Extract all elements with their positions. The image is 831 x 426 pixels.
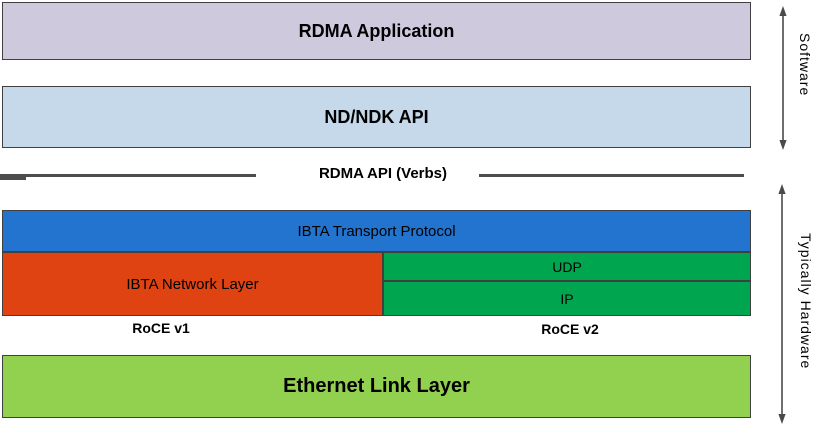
hardware-span-arrow — [778, 184, 786, 424]
typically-hardware-section-label: Typically Hardware — [798, 233, 814, 370]
verbs-divider-left-rule-stub — [0, 176, 26, 180]
ibta-network-label: IBTA Network Layer — [126, 275, 259, 293]
software-span-arrow — [779, 6, 787, 150]
layer-box-ip: IP — [383, 281, 751, 316]
verbs-divider-right-rule — [479, 174, 744, 177]
rdma-application-label: RDMA Application — [298, 20, 455, 41]
ip-label: IP — [560, 290, 574, 307]
nd-ndk-api-label: ND/NDK API — [324, 106, 429, 127]
ethernet-link-label: Ethernet Link Layer — [283, 375, 470, 397]
ibta-transport-label: IBTA Transport Protocol — [297, 222, 456, 240]
roce-v1-label: RoCE v1 — [132, 320, 190, 336]
layer-box-ethernet-link: Ethernet Link Layer — [2, 355, 751, 418]
layer-box-nd-ndk-api: ND/NDK API — [2, 86, 751, 148]
layer-box-rdma-application: RDMA Application — [2, 2, 751, 60]
roce-v2-label: RoCE v2 — [541, 321, 599, 337]
section-span-arrows — [778, 6, 787, 424]
layer-box-ibta-transport: IBTA Transport Protocol — [2, 210, 751, 252]
software-section-label: Software — [797, 33, 813, 97]
udp-label: UDP — [552, 258, 582, 275]
layer-box-ibta-network: IBTA Network Layer — [2, 252, 383, 316]
rdma-api-verbs-label: RDMA API (Verbs) — [318, 165, 448, 182]
layer-box-udp: UDP — [383, 252, 751, 281]
verbs-divider-left-rule — [0, 174, 256, 177]
